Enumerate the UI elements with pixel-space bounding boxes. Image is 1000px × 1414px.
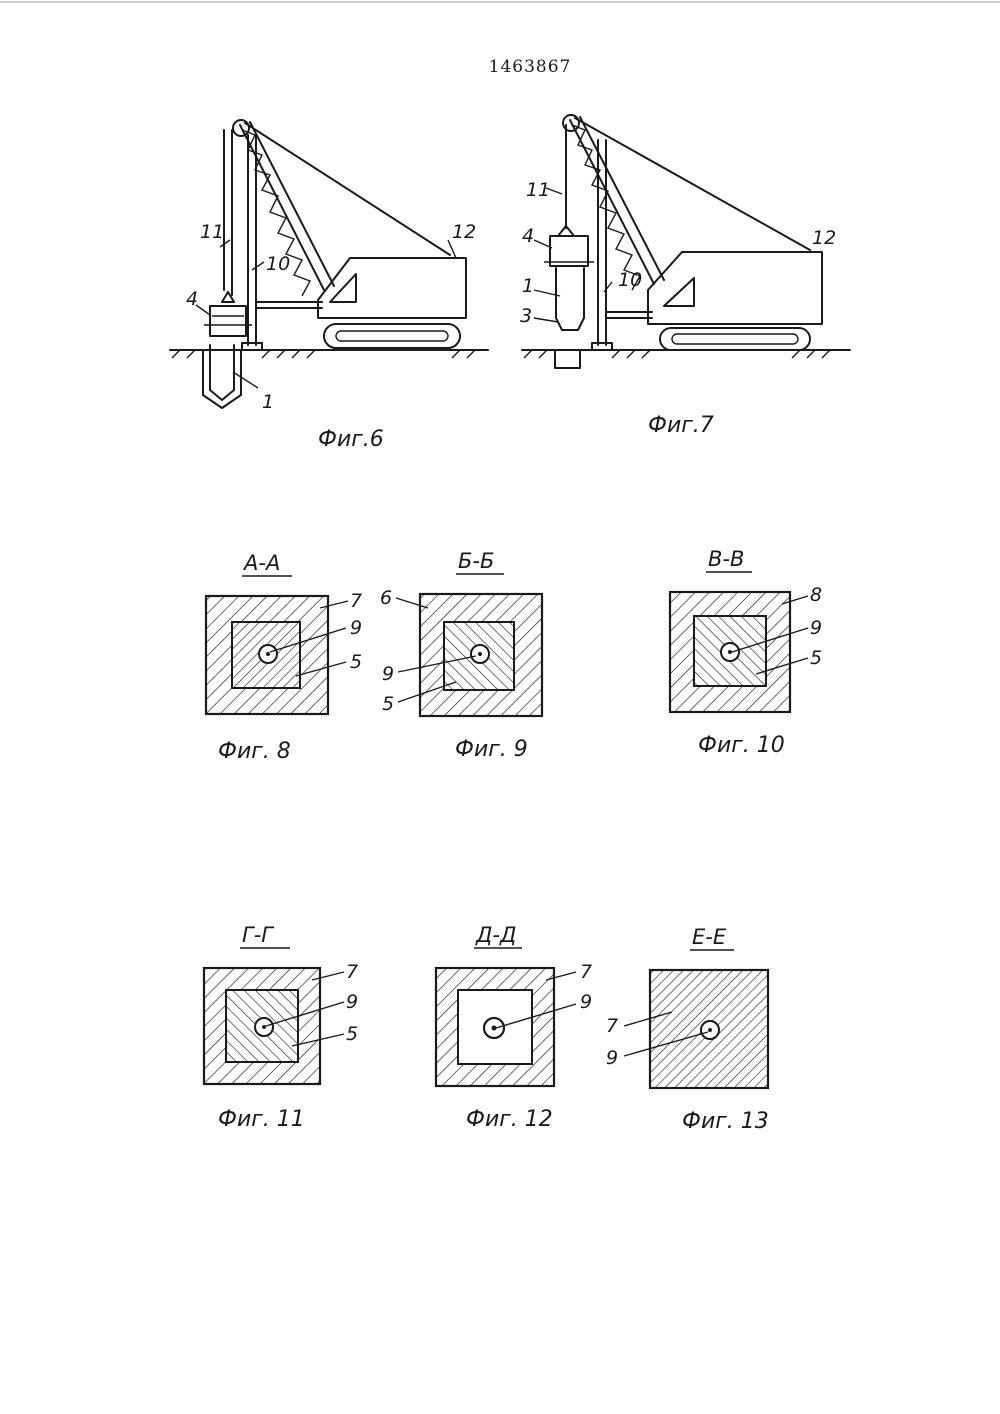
- figure-12-section-dd: Д-Д 7 9 Фиг. 12: [436, 923, 592, 1132]
- figure-10-caption: Фиг. 10: [698, 733, 785, 758]
- figure-9-section-bb: Б-Б 6 9 5 Фиг. 9: [380, 549, 542, 762]
- section-title: Г-Г: [242, 923, 275, 947]
- figure-6-caption: Фиг.6: [318, 427, 384, 452]
- label-10: 10: [618, 269, 642, 291]
- label-3: 3: [520, 305, 532, 327]
- section-title: Е-Е: [692, 925, 727, 949]
- crawler-track: [324, 324, 460, 348]
- hook-block: [558, 226, 574, 236]
- label-5: 5: [346, 1023, 358, 1045]
- figure-12-caption: Фиг. 12: [466, 1107, 553, 1132]
- cab-window: [664, 278, 694, 306]
- label-9: 9: [382, 663, 394, 685]
- label-9: 9: [606, 1047, 618, 1069]
- section-title: А-А: [242, 551, 280, 575]
- boom-cable: [245, 123, 450, 255]
- head-device-4: [210, 306, 246, 336]
- figure-13-section-ee: Е-Е 7 9 Фиг. 13: [606, 925, 769, 1134]
- label-9: 9: [350, 617, 362, 639]
- figure-7-caption: Фиг.7: [648, 413, 714, 438]
- label-11: 11: [200, 221, 224, 243]
- crane-body-12: [648, 252, 822, 324]
- label-4: 4: [186, 288, 198, 310]
- label-7: 7: [580, 961, 592, 983]
- label-12: 12: [812, 227, 836, 249]
- page-number: 1463867: [489, 57, 572, 77]
- label-12: 12: [452, 221, 476, 243]
- label-11: 11: [526, 179, 550, 201]
- boom-cable: [575, 118, 810, 250]
- label-5: 5: [382, 693, 394, 715]
- label-9: 9: [810, 617, 822, 639]
- figure-8-caption: Фиг. 8: [218, 739, 291, 764]
- label-1: 1: [262, 391, 274, 413]
- figure-8-section-aa: А-А 7 9 5 Фиг. 8: [206, 551, 362, 764]
- mast-base: [242, 343, 262, 350]
- label-4: 4: [522, 225, 534, 247]
- label-5: 5: [810, 647, 822, 669]
- figure-7-crane-lifting: 11 4 1 3 10 12 Фиг.7: [520, 115, 850, 438]
- figure-9-caption: Фиг. 9: [455, 737, 528, 762]
- section-title: Д-Д: [475, 923, 516, 947]
- crane-body-12: [318, 258, 466, 318]
- label-7: 7: [346, 961, 358, 983]
- figure-10-section-vv: В-В 8 9 5 Фиг. 10: [670, 547, 822, 758]
- crawler-track: [660, 328, 810, 350]
- figure-11-section-gg: Г-Г 7 9 5 Фиг. 11: [204, 923, 358, 1132]
- figure-11-caption: Фиг. 11: [218, 1107, 305, 1132]
- label-7: 7: [606, 1015, 618, 1037]
- label-9: 9: [346, 991, 358, 1013]
- label-8: 8: [810, 584, 822, 606]
- borehole-top: [555, 350, 580, 368]
- figure-13-caption: Фиг. 13: [682, 1109, 769, 1134]
- label-10: 10: [266, 253, 290, 275]
- section-title: Б-Б: [458, 549, 494, 573]
- ground-hatching: [172, 350, 475, 358]
- figure-6-crane-drilling: 11 10 4 1 12 Фиг.6: [170, 120, 488, 452]
- label-7: 7: [350, 590, 362, 612]
- label-1: 1: [522, 275, 534, 297]
- pile-1: [556, 268, 584, 330]
- section-title: В-В: [708, 547, 744, 571]
- label-5: 5: [350, 651, 362, 673]
- label-9: 9: [580, 991, 592, 1013]
- pile-1: [210, 345, 234, 400]
- label-6: 6: [380, 587, 392, 609]
